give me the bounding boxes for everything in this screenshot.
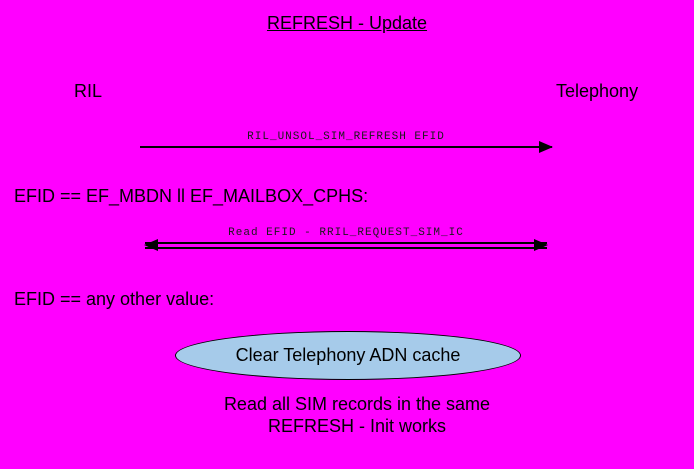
condition-other-value: EFID == any other value: [14, 289, 215, 309]
actor-telephony: Telephony [556, 81, 639, 101]
arrow-line-top [145, 242, 547, 244]
actor-ril: RIL [74, 81, 103, 101]
message-read-efid: Read EFID - RRIL_REQUEST_SIM_IC [144, 227, 548, 251]
arrow-line-bottom [145, 247, 547, 249]
message-label: RIL_UNSOL_SIM_REFRESH EFID [247, 131, 445, 143]
arrowhead-right-icon [539, 141, 553, 153]
arrowhead-right-icon [534, 239, 548, 251]
arrow-bidirectional [144, 239, 548, 251]
clear-cache-label: Clear Telephony ADN cache [235, 345, 461, 365]
message-label: Read EFID - RRIL_REQUEST_SIM_IC [228, 227, 464, 239]
condition-mbdn-mailbox: EFID == EF_MBDN ll EF_MAILBOX_CPHS: [14, 186, 369, 206]
clear-cache-ellipse: Clear Telephony ADN cache [175, 331, 521, 380]
arrowhead-left-icon [144, 239, 158, 251]
diagram-title: REFRESH - Update [266, 13, 428, 33]
footer-line-1: Read all SIM records in the same [223, 394, 491, 414]
footer-line-2: REFRESH - Init works [267, 416, 447, 436]
message-ril-unsol-sim-refresh: RIL_UNSOL_SIM_REFRESH EFID [140, 131, 553, 153]
arrow-ril-to-telephony [140, 141, 553, 153]
